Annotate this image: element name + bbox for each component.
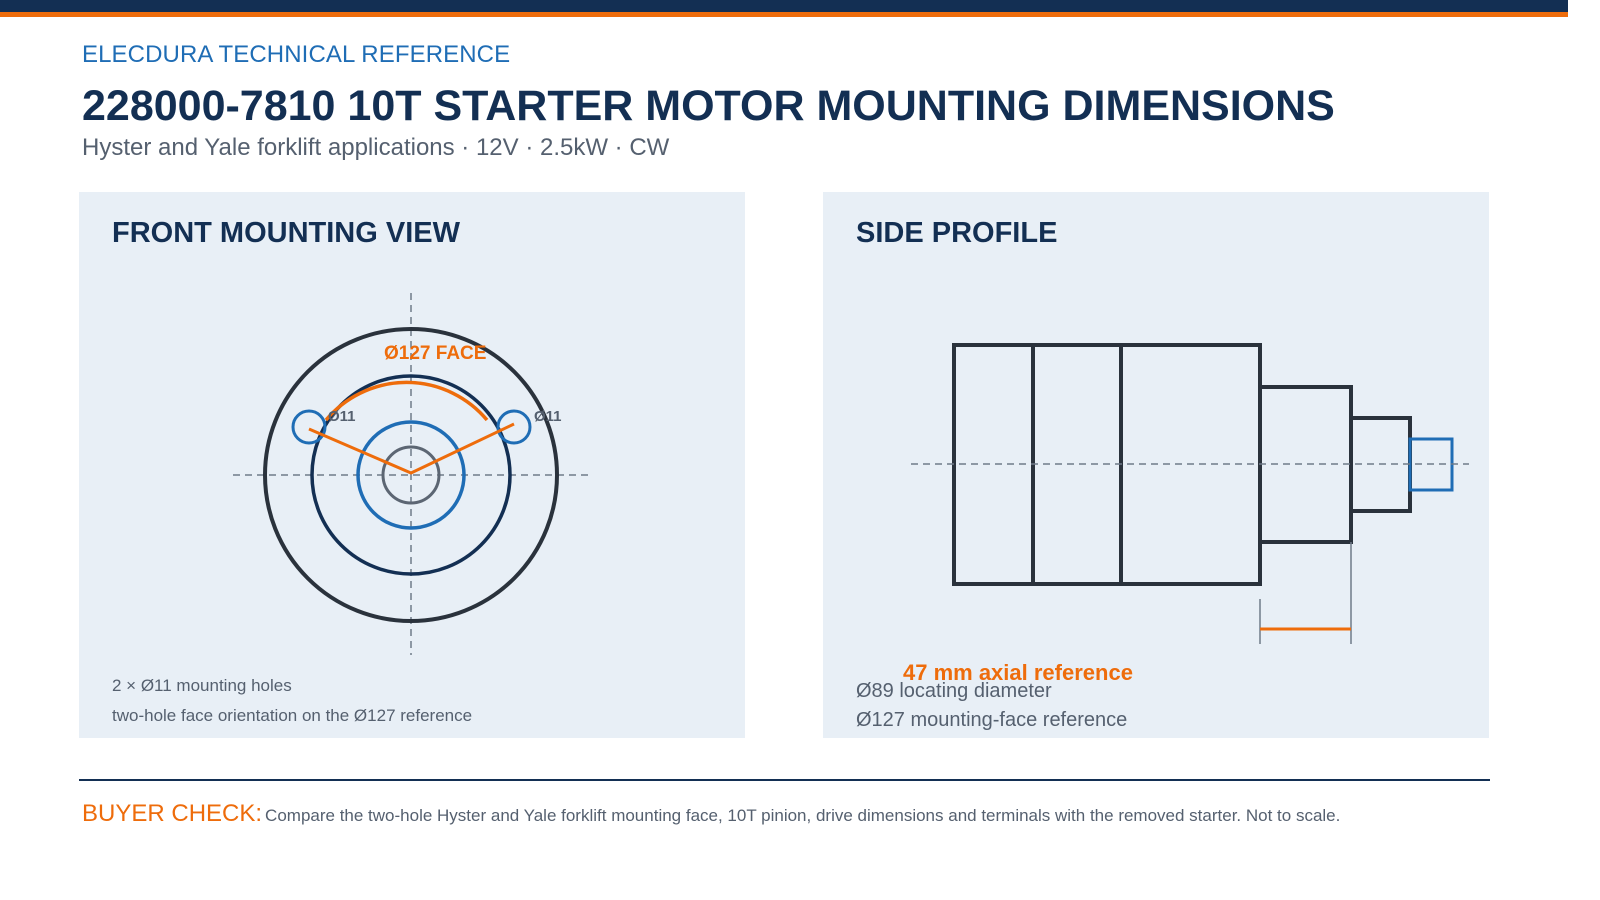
hole-orientation-lines (308, 422, 515, 475)
side-view-title: SIDE PROFILE (856, 217, 1058, 249)
page-subtitle: Hyster and Yale forklift applications · … (82, 134, 670, 161)
header-orange-bar (0, 12, 1568, 17)
front-note-holes: 2 × Ø11 mounting holes (112, 676, 292, 695)
axial-reference-label: 47 mm axial reference (903, 660, 1133, 685)
side-note-face: Ø127 mounting-face reference (856, 709, 1128, 731)
page: ELECDURA TECHNICAL REFERENCE 228000-7810… (0, 0, 1568, 828)
shaft-circle (381, 445, 441, 505)
footer-divider (79, 779, 1490, 781)
buyer-check: BUYER CHECK:Compare the two-hole Hyster … (82, 800, 1340, 828)
mounting-hole-right (496, 409, 532, 445)
front-view-panel: FRONT MOUNTING VIEW Ø127 FACE Ø11 Ø11 (79, 192, 745, 738)
locating-diameter-circle (356, 420, 466, 530)
header-navy-bar (0, 0, 1568, 12)
mounting-face-circle (263, 327, 559, 623)
mounting-hole-left (291, 409, 327, 445)
housing-circle (310, 374, 512, 576)
front-view-drawing: Ø127 FACE Ø11 Ø11 (233, 293, 591, 655)
page-title: 228000-7810 10T STARTER MOTOR MOUNTING D… (82, 82, 1335, 130)
side-note-locating: Ø89 locating diameter (856, 680, 1052, 702)
buyer-check-text: Compare the two-hole Hyster and Yale for… (265, 806, 1341, 825)
face-reference-arc (324, 380, 489, 422)
hole-label-right: Ø11 (534, 408, 562, 425)
face-label: Ø127 FACE (384, 343, 486, 364)
front-view-title: FRONT MOUNTING VIEW (112, 217, 460, 249)
hole-label-left: Ø11 (328, 408, 356, 425)
side-view-panel: SIDE PROFILE 47 mm axial reference Ø89 l… (823, 192, 1489, 738)
side-view-drawing (911, 343, 1469, 644)
brand-label: ELECDURA TECHNICAL REFERENCE (82, 41, 511, 68)
buyer-check-label: BUYER CHECK: (82, 800, 263, 827)
front-note-orientation: two-hole face orientation on the Ø127 re… (112, 706, 473, 725)
